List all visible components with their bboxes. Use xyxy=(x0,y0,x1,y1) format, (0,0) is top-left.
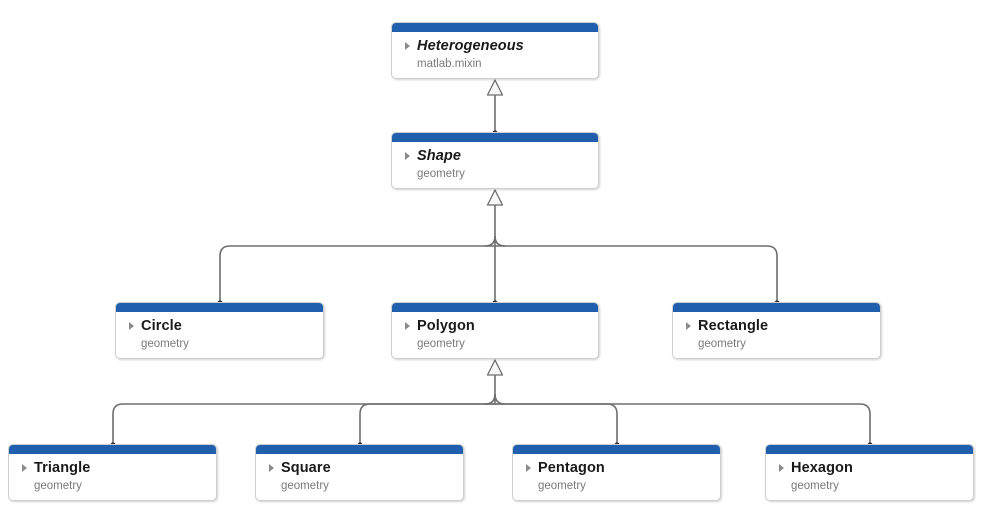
expand-triangle-icon[interactable] xyxy=(686,322,691,331)
class-node-header-bar xyxy=(766,445,973,454)
class-node-triangle[interactable]: Triangle geometry xyxy=(8,444,217,501)
class-name-label: Square xyxy=(281,460,331,476)
class-node-header-bar xyxy=(392,23,598,32)
class-name-label: Shape xyxy=(417,148,462,164)
expand-triangle-icon[interactable] xyxy=(129,322,134,331)
class-package-label: geometry xyxy=(417,337,465,350)
class-node-body: Triangle geometry xyxy=(9,454,216,500)
class-node-pentagon[interactable]: Pentagon geometry xyxy=(512,444,721,501)
expand-triangle-icon[interactable] xyxy=(526,464,531,473)
class-package-label: matlab.mixin xyxy=(417,57,482,70)
class-name-label: Rectangle xyxy=(698,318,769,334)
class-node-title-row: Pentagon xyxy=(513,461,720,476)
class-node-header-bar xyxy=(116,303,323,312)
expand-triangle-icon[interactable] xyxy=(405,322,410,331)
class-name-label: Heterogeneous xyxy=(417,38,524,54)
class-package-label: geometry xyxy=(538,479,586,492)
class-node-body: Circle geometry xyxy=(116,312,323,358)
class-node-header-bar xyxy=(9,445,216,454)
class-node-body: Shape geometry xyxy=(392,142,598,188)
class-name-label: Polygon xyxy=(417,318,475,334)
expand-triangle-icon[interactable] xyxy=(405,42,410,51)
class-package-label: geometry xyxy=(698,337,746,350)
class-node-circle[interactable]: Circle geometry xyxy=(115,302,324,359)
class-package-label: geometry xyxy=(791,479,839,492)
class-node-title-row: Rectangle xyxy=(673,319,880,334)
class-node-title-row: Polygon xyxy=(392,319,598,334)
expand-triangle-icon[interactable] xyxy=(405,152,410,161)
class-node-polygon[interactable]: Polygon geometry xyxy=(391,302,599,359)
class-node-body: Rectangle geometry xyxy=(673,312,880,358)
expand-triangle-icon[interactable] xyxy=(269,464,274,473)
class-package-label: geometry xyxy=(417,167,465,180)
class-node-header-bar xyxy=(392,133,598,142)
class-node-title-row: Triangle xyxy=(9,461,216,476)
class-node-square[interactable]: Square geometry xyxy=(255,444,464,501)
class-node-title-row: Circle xyxy=(116,319,323,334)
class-node-title-row: Hexagon xyxy=(766,461,973,476)
class-node-body: Heterogeneous matlab.mixin xyxy=(392,32,598,78)
class-name-label: Triangle xyxy=(34,460,91,476)
class-node-body: Square geometry xyxy=(256,454,463,500)
class-name-label: Hexagon xyxy=(791,460,853,476)
class-node-header-bar xyxy=(256,445,463,454)
class-node-title-row: Square xyxy=(256,461,463,476)
class-node-header-bar xyxy=(673,303,880,312)
class-package-label: geometry xyxy=(34,479,82,492)
class-package-label: geometry xyxy=(141,337,189,350)
class-node-header-bar xyxy=(513,445,720,454)
expand-triangle-icon[interactable] xyxy=(22,464,27,473)
class-node-shape[interactable]: Shape geometry xyxy=(391,132,599,189)
class-node-title-row: Heterogeneous xyxy=(392,39,598,54)
class-name-label: Pentagon xyxy=(538,460,605,476)
class-node-body: Pentagon geometry xyxy=(513,454,720,500)
expand-triangle-icon[interactable] xyxy=(779,464,784,473)
class-node-hexagon[interactable]: Hexagon geometry xyxy=(765,444,974,501)
class-node-body: Hexagon geometry xyxy=(766,454,973,500)
class-node-title-row: Shape xyxy=(392,149,598,164)
class-node-body: Polygon geometry xyxy=(392,312,598,358)
class-node-heterogeneous[interactable]: Heterogeneous matlab.mixin xyxy=(391,22,599,79)
class-node-header-bar xyxy=(392,303,598,312)
class-package-label: geometry xyxy=(281,479,329,492)
class-node-rectangle[interactable]: Rectangle geometry xyxy=(672,302,881,359)
class-name-label: Circle xyxy=(141,318,182,334)
